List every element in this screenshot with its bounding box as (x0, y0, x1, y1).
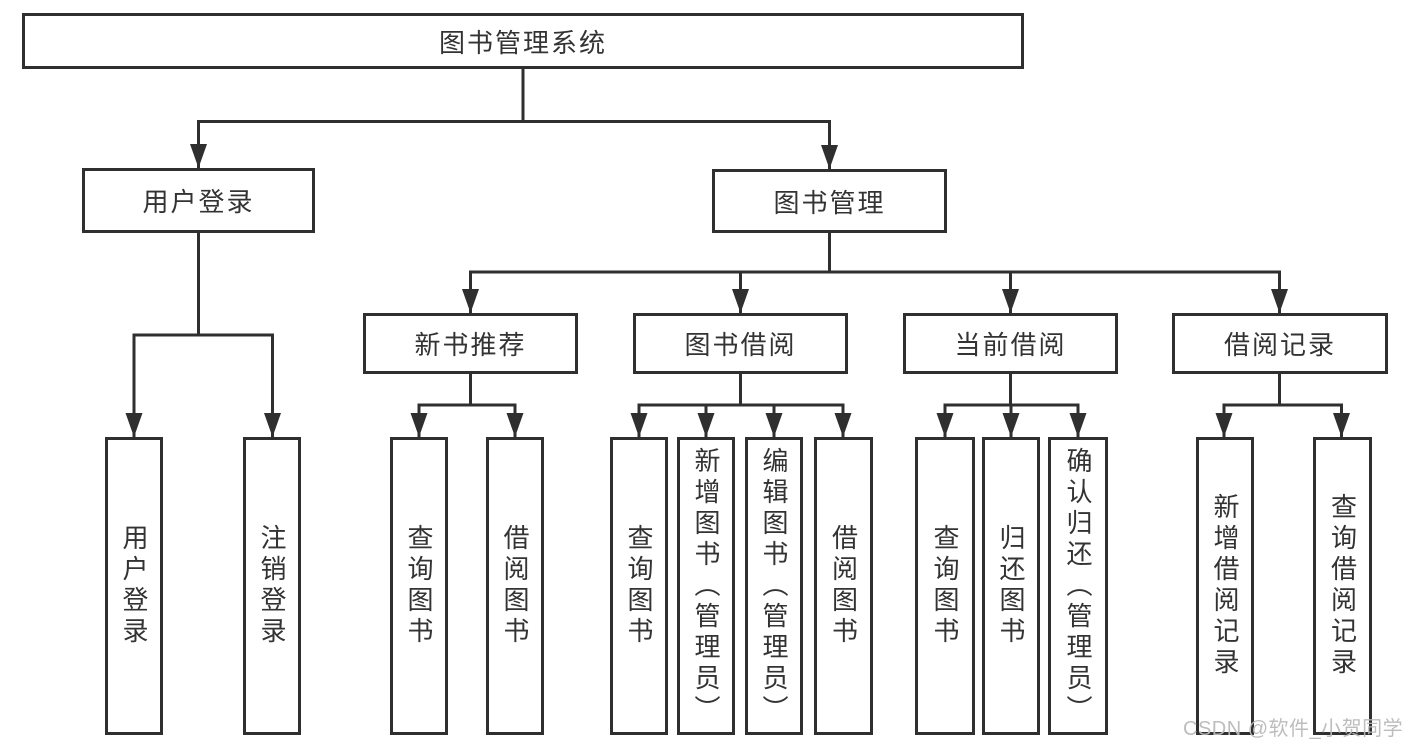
csdn-watermark: CSDN @软件_小贺同学 (1183, 718, 1404, 740)
leaf-logout-login: 注销登录 (243, 437, 301, 735)
node-user-login-label: 用户登录 (142, 187, 255, 217)
leaf-user-login-label: 用户登录 (119, 524, 149, 648)
leaf-borrow-books-1: 借阅图书 (486, 437, 544, 735)
leaf-edit-book-admin-label: 编辑图书（管理员） (759, 446, 789, 726)
node-user-login: 用户登录 (82, 168, 315, 233)
leaf-borrow-books-2-label: 借阅图书 (828, 524, 859, 648)
leaf-query-borrow-record-label: 查询借阅记录 (1327, 493, 1358, 679)
leaf-confirm-return-admin: 确认归还（管理员） (1048, 437, 1108, 735)
leaf-return-book: 归还图书 (982, 437, 1040, 735)
node-current-borrowing: 当前借阅 (903, 313, 1118, 374)
node-new-book-recommend-label: 新书推荐 (414, 330, 527, 360)
leaf-query-borrow-record: 查询借阅记录 (1313, 437, 1372, 735)
leaf-add-book-admin: 新增图书（管理员） (677, 437, 735, 735)
node-root: 图书管理系统 (22, 13, 1024, 69)
leaf-return-book-label: 归还图书 (996, 524, 1026, 648)
leaf-query-books-1: 查询图书 (390, 437, 448, 735)
node-book-borrowing-label: 图书借阅 (684, 330, 797, 360)
leaf-borrow-books-2: 借阅图书 (814, 437, 873, 735)
node-borrowing-records: 借阅记录 (1172, 313, 1388, 374)
node-new-book-recommend: 新书推荐 (363, 313, 578, 374)
leaf-user-login: 用户登录 (105, 437, 163, 735)
leaf-edit-book-admin: 编辑图书（管理员） (745, 437, 803, 735)
leaf-borrow-books-1-label: 借阅图书 (500, 524, 530, 648)
leaf-query-books-2: 查询图书 (610, 437, 668, 735)
leaf-add-book-admin-label: 新增图书（管理员） (691, 446, 721, 726)
node-root-label: 图书管理系统 (438, 27, 607, 58)
node-borrowing-records-label: 借阅记录 (1223, 330, 1336, 360)
node-book-borrowing: 图书借阅 (633, 313, 848, 374)
leaf-query-books-1-label: 查询图书 (404, 524, 434, 648)
leaf-add-borrow-record-label: 新增借阅记录 (1210, 493, 1240, 679)
leaf-logout-login-label: 注销登录 (257, 524, 287, 648)
arrowheads (125, 144, 1350, 437)
leaf-query-books-3: 查询图书 (915, 437, 975, 735)
node-current-borrowing-label: 当前借阅 (954, 330, 1067, 360)
leaf-query-books-2-label: 查询图书 (624, 524, 654, 648)
leaf-confirm-return-admin-label: 确认归还（管理员） (1063, 446, 1093, 726)
node-book-management-label: 图书管理 (773, 187, 886, 218)
node-book-management: 图书管理 (712, 169, 947, 233)
leaf-query-books-3-label: 查询图书 (930, 524, 960, 648)
leaf-add-borrow-record: 新增借阅记录 (1196, 437, 1254, 735)
